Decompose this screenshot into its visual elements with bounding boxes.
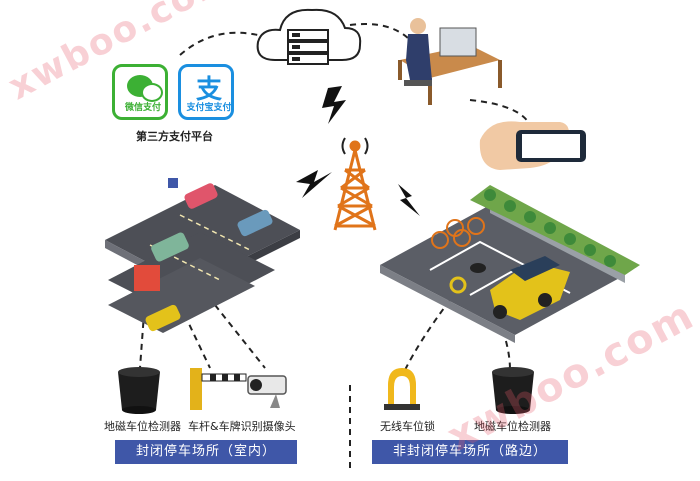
geomagnetic-sensor-icon-left — [118, 367, 160, 414]
street-section-banner: 非封闭停车场所（路边） — [372, 440, 568, 464]
bolt-right — [398, 184, 420, 216]
indoor-parking-lot-illustration — [105, 178, 300, 333]
barrier-camera-label: 车杆&车牌识别摄像头 — [188, 420, 296, 433]
wireless-parking-lock-icon — [384, 368, 420, 410]
wechat-bubble-small-icon — [141, 83, 163, 102]
link-street-sensor — [489, 299, 511, 371]
link-cloud-office — [349, 23, 411, 41]
office-desk-icon — [398, 18, 502, 105]
bolt-left — [296, 170, 332, 198]
barrier-gate-icon — [190, 368, 247, 410]
geomagnetic-sensor-icon-right — [492, 367, 534, 414]
link-office-phone — [469, 99, 531, 126]
wechat-pay-label: 微信支付 — [124, 103, 161, 113]
bolt-cloud — [322, 86, 346, 124]
wireless-bolts-icon — [296, 86, 420, 216]
mobile-phone-icon — [479, 121, 586, 170]
alipay-glyph: 支 — [195, 75, 222, 105]
link-lot-camera — [214, 304, 266, 369]
alipay-icon: 支 支付宝支付 — [178, 64, 234, 120]
parking-lock-label: 无线车位锁 — [380, 420, 435, 433]
payment-platform-label: 第三方支付平台 — [136, 130, 213, 143]
alipay-label: 支付宝支付 — [186, 103, 232, 113]
indoor-section-banner: 封闭停车场所（室内） — [115, 440, 297, 464]
wechat-pay-icon: 微信支付 — [112, 64, 168, 120]
indoor-sensor-label: 地磁车位检测器 — [104, 420, 181, 433]
street-parking-illustration — [380, 185, 640, 343]
link-street-lock — [404, 299, 451, 371]
cloud-server-icon — [256, 8, 362, 65]
radio-tower-icon — [333, 137, 377, 231]
street-sensor-label: 地磁车位检测器 — [474, 420, 551, 433]
lpr-camera-icon — [247, 375, 287, 408]
